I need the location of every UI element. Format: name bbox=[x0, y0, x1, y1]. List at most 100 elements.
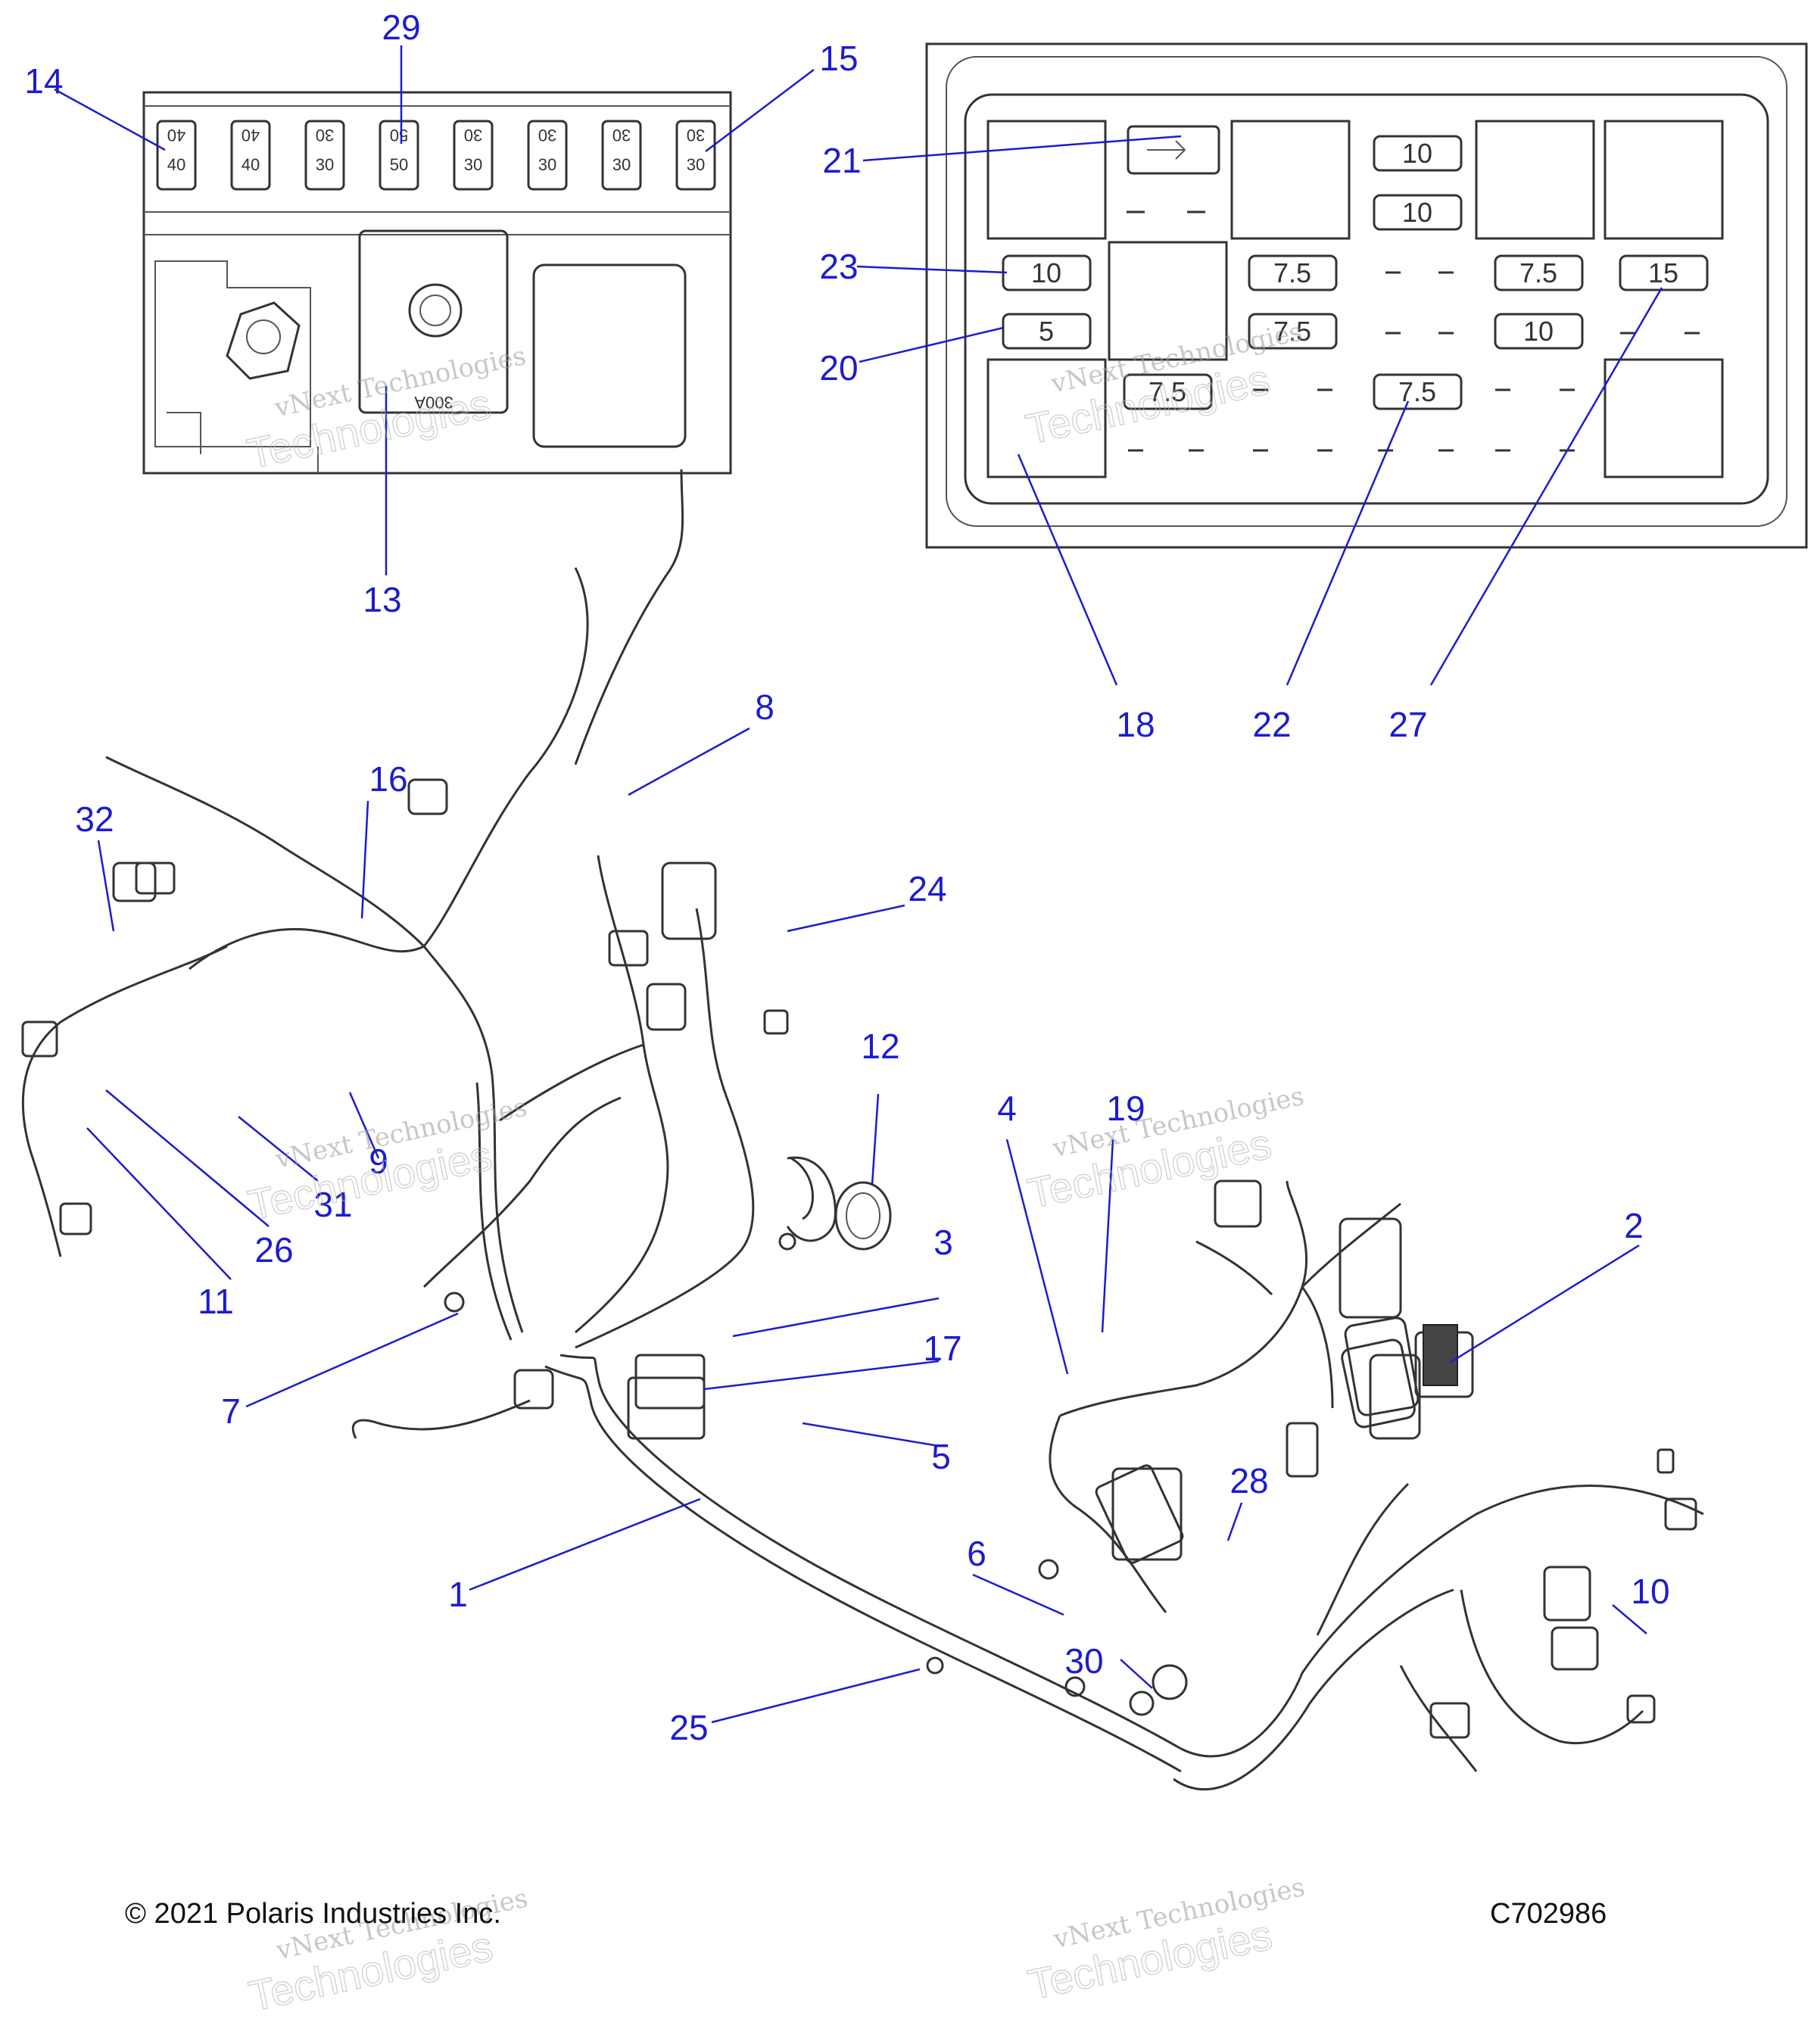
callout-2: 2 bbox=[1624, 1206, 1644, 1245]
svg-text:40: 40 bbox=[167, 126, 185, 145]
svg-text:5: 5 bbox=[1039, 316, 1054, 347]
mini-fuse: 10 bbox=[1002, 254, 1092, 291]
svg-text:10: 10 bbox=[1402, 197, 1432, 228]
svg-text:10: 10 bbox=[1031, 257, 1061, 288]
svg-text:30: 30 bbox=[316, 126, 334, 145]
watermarks: vNext Technologies Technologies vNext Te… bbox=[242, 316, 1307, 2021]
callout-6: 6 bbox=[967, 1534, 986, 1573]
maxi-fuse: 40 40 bbox=[230, 120, 271, 191]
svg-text:10: 10 bbox=[1402, 138, 1432, 169]
callout-15: 15 bbox=[819, 39, 858, 78]
relay bbox=[1604, 120, 1724, 240]
mini-fuse: 7.5 bbox=[1123, 373, 1213, 410]
callout-16: 16 bbox=[369, 759, 407, 799]
mini-fuse: 7.5 bbox=[1248, 313, 1338, 350]
svg-text:50: 50 bbox=[390, 155, 408, 174]
svg-text:10: 10 bbox=[1523, 316, 1554, 347]
relay-fuse-box-inset: 10 10 10 7.5 7.5 15 5 7.5 10 7.5 7.5 bbox=[925, 42, 1808, 549]
svg-text:40: 40 bbox=[167, 155, 185, 174]
callout-3: 3 bbox=[933, 1223, 953, 1262]
relay bbox=[1230, 120, 1351, 240]
svg-text:30: 30 bbox=[612, 155, 631, 174]
maxi-fuse: 50 50 bbox=[379, 120, 419, 191]
callout-30: 30 bbox=[1064, 1641, 1103, 1681]
copyright-notice: © 2021 Polaris Industries Inc. bbox=[125, 1898, 501, 1930]
relay bbox=[1108, 241, 1228, 361]
relay-box-2 bbox=[1341, 1338, 1416, 1429]
svg-text:7.5: 7.5 bbox=[1398, 376, 1436, 407]
bus-strap: 300A bbox=[358, 229, 509, 414]
svg-text:30: 30 bbox=[687, 126, 705, 145]
svg-text:30: 30 bbox=[464, 155, 482, 174]
leader-lines bbox=[54, 45, 1663, 1724]
svg-text:30: 30 bbox=[538, 126, 556, 145]
callout-21: 21 bbox=[822, 141, 861, 180]
relay bbox=[1604, 358, 1724, 478]
callout-9: 9 bbox=[369, 1142, 388, 1181]
diode-pack bbox=[1095, 1464, 1184, 1564]
ecu-module bbox=[1344, 1316, 1420, 1416]
mini-fuse: 15 bbox=[1619, 254, 1709, 291]
callout-28: 28 bbox=[1230, 1461, 1268, 1500]
maxi-fuse: 30 30 bbox=[601, 120, 642, 191]
maxi-fuse: 30 30 bbox=[675, 120, 716, 191]
callout-1: 1 bbox=[448, 1575, 468, 1614]
callout-10: 10 bbox=[1631, 1572, 1669, 1611]
callout-32: 32 bbox=[75, 799, 114, 839]
svg-text:30: 30 bbox=[464, 126, 482, 145]
callout-19: 19 bbox=[1106, 1089, 1145, 1128]
maxi-fuse: 30 30 bbox=[304, 120, 345, 191]
callout-20: 20 bbox=[819, 348, 858, 388]
callout-27: 27 bbox=[1388, 705, 1427, 744]
callout-22: 22 bbox=[1252, 705, 1291, 744]
svg-text:7.5: 7.5 bbox=[1519, 257, 1557, 288]
relay bbox=[1475, 120, 1595, 240]
callout-5: 5 bbox=[931, 1437, 951, 1476]
svg-text:300A: 300A bbox=[414, 393, 453, 412]
callout-25: 25 bbox=[669, 1708, 708, 1747]
svg-text:30: 30 bbox=[538, 155, 556, 174]
mini-fuse: 10 bbox=[1373, 135, 1463, 172]
callout-12: 12 bbox=[861, 1027, 899, 1066]
relay bbox=[986, 358, 1107, 478]
mini-fuse: 7.5 bbox=[1494, 254, 1584, 291]
callout-26: 26 bbox=[254, 1230, 293, 1270]
svg-text:7.5: 7.5 bbox=[1273, 257, 1311, 288]
grommet bbox=[834, 1181, 892, 1251]
figure-id: C702986 bbox=[1490, 1898, 1607, 1930]
maxi-fuse: 40 40 bbox=[156, 120, 197, 191]
relay bbox=[986, 120, 1107, 240]
mini-fuse: 7.5 bbox=[1248, 254, 1338, 291]
callout-11: 11 bbox=[198, 1282, 234, 1321]
svg-text:40: 40 bbox=[242, 126, 260, 145]
mini-fuse: 5 bbox=[1002, 313, 1092, 350]
harness-connectors bbox=[21, 778, 1697, 1739]
callout-8: 8 bbox=[755, 687, 774, 727]
callout-31: 31 bbox=[313, 1185, 352, 1224]
callout-24: 24 bbox=[908, 869, 946, 908]
svg-text:30: 30 bbox=[687, 155, 705, 174]
label-tag bbox=[1423, 1324, 1458, 1386]
diode bbox=[1127, 125, 1220, 175]
fuse-block-3 bbox=[634, 1354, 706, 1410]
callout-14: 14 bbox=[24, 61, 63, 101]
callout-18: 18 bbox=[1116, 705, 1155, 744]
maxi-fuse: 30 30 bbox=[453, 120, 494, 191]
svg-text:30: 30 bbox=[612, 126, 631, 145]
callout-7: 7 bbox=[221, 1391, 241, 1431]
svg-text:30: 30 bbox=[316, 155, 334, 174]
callout-4: 4 bbox=[997, 1089, 1017, 1128]
callout-labels: 14 29 15 13 21 23 20 18 22 27 8 16 32 24… bbox=[24, 8, 1669, 1747]
callout-17: 17 bbox=[923, 1329, 961, 1368]
mini-fuse: 10 bbox=[1373, 194, 1463, 231]
svg-text:7.5: 7.5 bbox=[1148, 376, 1186, 407]
svg-text:50: 50 bbox=[390, 126, 408, 145]
wiring-harness bbox=[21, 469, 1704, 1791]
svg-text:15: 15 bbox=[1648, 257, 1678, 288]
mini-fuse: 10 bbox=[1494, 313, 1584, 350]
svg-text:40: 40 bbox=[242, 155, 260, 174]
mini-fuse: 7.5 bbox=[1373, 373, 1463, 410]
maxi-fuse: 30 30 bbox=[527, 120, 568, 191]
